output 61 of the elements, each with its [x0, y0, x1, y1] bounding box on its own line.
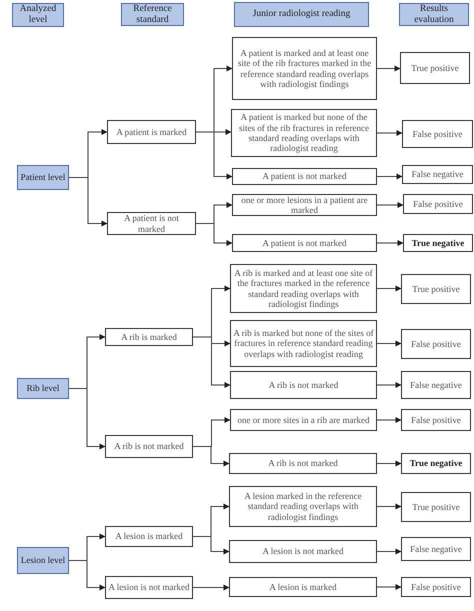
arrow — [376, 240, 404, 246]
arrow — [192, 336, 230, 388]
reading-box: A rib is not marked — [230, 371, 377, 399]
arrow — [376, 340, 402, 346]
result-box: False positive — [401, 409, 471, 431]
level-box: Lesion level — [17, 547, 69, 574]
reading-box: A patient is not marked — [232, 168, 377, 185]
column-header: Results evaluation — [399, 3, 469, 26]
reading-box: A patient is marked and at least one site of the rib fractures marked in the reference standard reading overlaps with radiologist findings — [232, 37, 377, 100]
reference-box: A lesion is marked — [105, 526, 193, 547]
result-box: False positive — [403, 194, 473, 214]
result-box: False positive — [401, 577, 471, 597]
result-box: True positive — [400, 52, 470, 84]
result-box: False positive — [401, 329, 471, 359]
level-box: Patient level — [17, 165, 69, 190]
result-box: True positive — [401, 492, 471, 522]
arrow — [376, 286, 402, 292]
reading-box: A patient is not marked — [232, 234, 377, 252]
reading-box: A lesion marked in the reference standard reading overlaps with radiologist findings — [229, 486, 377, 527]
arrow — [376, 174, 402, 180]
arrow — [376, 130, 402, 136]
result-box: False positive — [402, 120, 473, 148]
reading-box: one or more lesions in a patient are marked — [232, 194, 377, 216]
result-box: True negative — [401, 453, 471, 474]
reference-box: A patient is not marked — [107, 212, 196, 235]
arrow — [376, 417, 402, 423]
arrow — [376, 548, 402, 554]
result-box: False negative — [402, 165, 473, 184]
reading-box: A lesion is not marked — [229, 540, 377, 563]
arrow — [68, 177, 108, 226]
result-box: False negative — [401, 371, 471, 399]
reference-box: A rib is not marked — [105, 435, 193, 458]
arrow — [192, 584, 230, 590]
arrow — [376, 382, 402, 388]
arrow — [192, 536, 230, 554]
arrow — [196, 132, 232, 180]
reading-box: one or more sites in a rib are marked — [230, 409, 377, 431]
arrow — [196, 223, 232, 246]
reading-box: A rib is marked but none of the sites of fractures in reference standard reading overlaps with radiologist reading — [230, 320, 377, 367]
arrow — [192, 446, 230, 466]
reference-box: A lesion is not marked — [105, 576, 193, 599]
arrow — [376, 460, 402, 466]
reading-box: A rib is marked and at least one site of the fractures marked in the reference standard reading overlaps with radiologist findings — [230, 264, 377, 313]
column-header: Junior radiologist reading — [234, 2, 369, 27]
result-box: True negative — [403, 234, 473, 252]
arrow — [376, 66, 400, 72]
arrow — [376, 202, 404, 208]
result-box: True positive — [401, 274, 471, 304]
reading-box: A rib is not marked — [229, 453, 377, 474]
arrow — [68, 388, 106, 450]
reading-box: A patient is marked but none of the sites of the rib fractures in reference standard reading overlaps with radiologist reading — [231, 109, 377, 157]
reading-box: A lesion is marked — [229, 577, 377, 597]
column-header: Analyzed level — [12, 3, 64, 27]
reference-box: A rib is marked — [105, 328, 193, 346]
arrow — [68, 560, 106, 590]
arrow — [376, 584, 402, 590]
arrow — [376, 504, 402, 510]
column-header: Reference standard — [121, 3, 184, 26]
result-box: False negative — [401, 537, 471, 561]
reference-box: A patient is marked — [107, 120, 196, 144]
level-box: Rib level — [17, 378, 69, 399]
